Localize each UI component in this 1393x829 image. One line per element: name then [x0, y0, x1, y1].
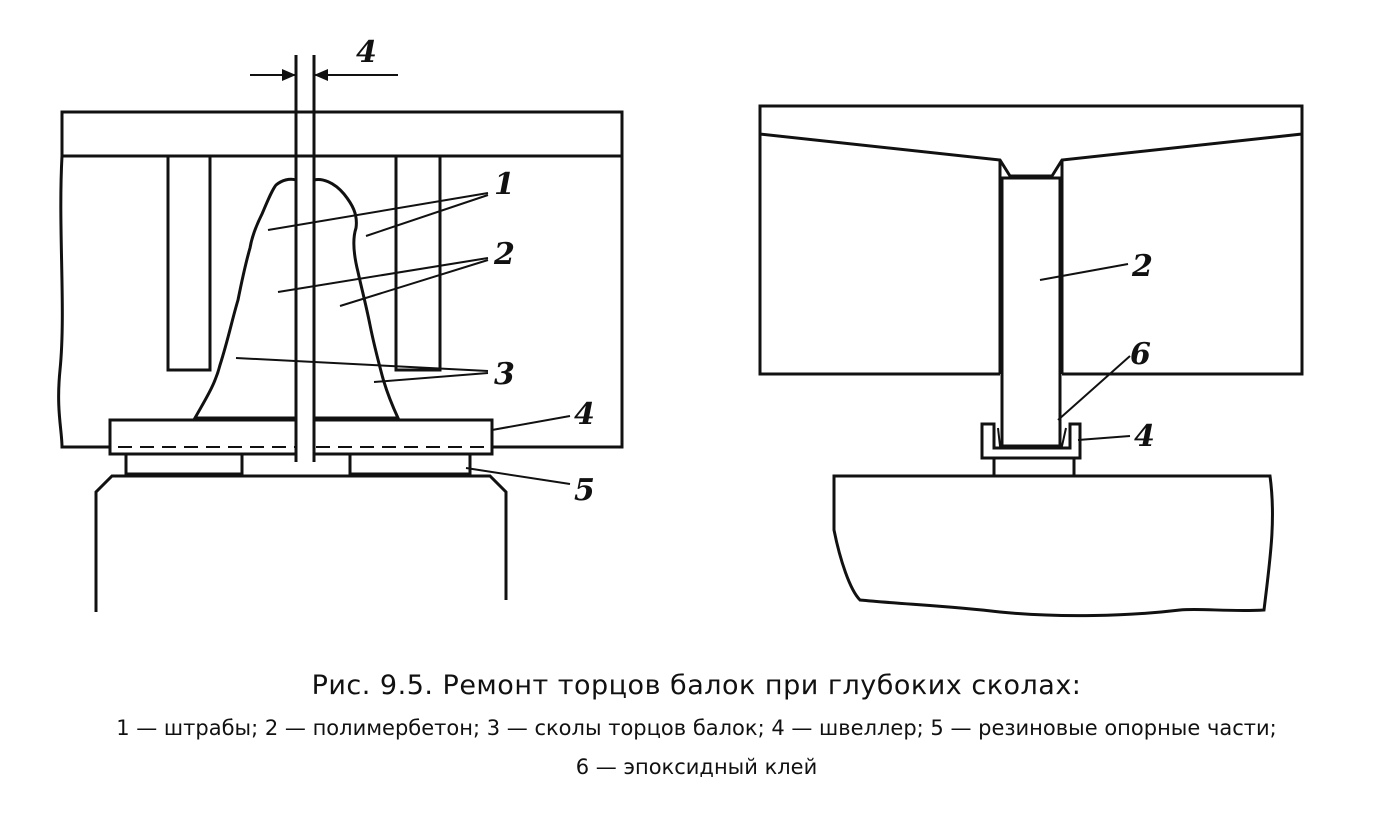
left-drawing: 4 1 2 3 4 5: [57, 35, 624, 612]
right-beam-right-block: [1060, 134, 1304, 376]
right-label-4: 4: [1134, 419, 1155, 454]
right-label-6: 6: [1130, 337, 1151, 372]
right-beam-slab: [758, 104, 1304, 178]
right-bearing: [992, 456, 1076, 478]
right-support-pier: [832, 474, 1274, 618]
left-label-1: 1: [494, 167, 515, 202]
figure-legend-line-1: 1 — штрабы; 2 — полимербетон; 3 — сколы …: [116, 716, 1277, 740]
left-label-2: 2: [493, 237, 515, 272]
left-rib-left: [166, 154, 212, 372]
left-label-3: 3: [494, 357, 515, 392]
right-drawing: 2 6 4: [758, 104, 1304, 618]
left-beam-slab: [60, 110, 624, 158]
right-label-2: 2: [1131, 249, 1153, 284]
left-label-top-4: 4: [356, 35, 377, 70]
left-rubber-bearing-2: [348, 452, 472, 476]
left-rubber-bearing-1: [124, 452, 244, 476]
right-beam-left-block: [758, 134, 1002, 376]
figure-legend-line-2: 6 — эпоксидный клей: [575, 755, 818, 779]
right-polymer-concrete: [1000, 176, 1062, 448]
left-anchor-rod: [294, 55, 316, 462]
left-label-4: 4: [574, 397, 595, 432]
right-leader-lines: [1039, 263, 1131, 441]
left-support-pier: [94, 474, 508, 612]
left-rib-right: [394, 154, 442, 372]
left-dimension-marker: [250, 69, 398, 81]
right-epoxy-glue: [997, 427, 1067, 447]
left-label-5: 5: [574, 473, 595, 508]
figure-caption-title: Рис. 9.5. Ремонт торцов балок при глубок…: [311, 670, 1082, 701]
left-beam-body: [57, 155, 110, 449]
left-leader-lines: [235, 192, 571, 485]
left-polymer-concrete: [192, 177, 298, 420]
